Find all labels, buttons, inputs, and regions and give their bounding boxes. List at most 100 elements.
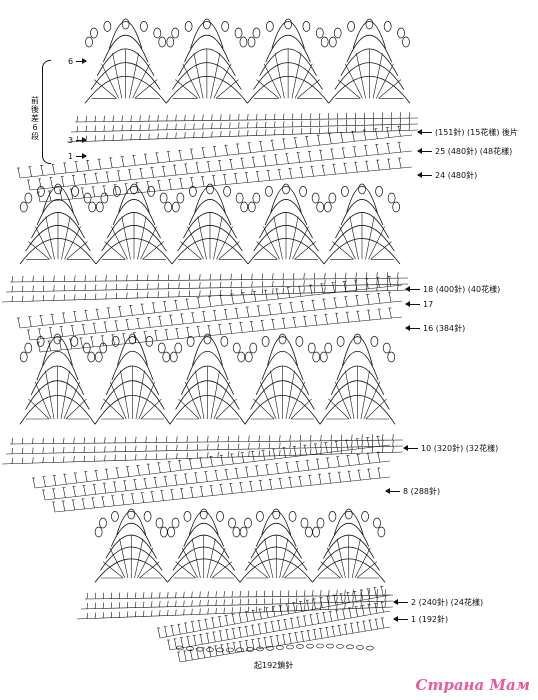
stitch-tick: [263, 606, 266, 613]
stitch-tick: [211, 122, 213, 129]
dc-stitch: [269, 479, 273, 490]
row-base-line: [9, 277, 409, 283]
stitch-tick: [230, 281, 232, 288]
dc-stitch: [220, 455, 224, 466]
dc-stitch: [200, 634, 203, 645]
dc-stitch: [263, 155, 267, 166]
dc-stitch: [157, 627, 161, 639]
stitch-tick: [135, 592, 137, 599]
picot-stitch: [157, 342, 166, 354]
picot-stitch: [87, 351, 96, 363]
stitch-tick: [76, 115, 78, 123]
stitch-tick: [251, 281, 253, 288]
dc-stitch: [251, 625, 255, 636]
stitch-tick: [289, 449, 291, 456]
dc-stitch: [225, 469, 228, 480]
stitch-tick: [211, 114, 213, 121]
stitch-tick: [121, 124, 123, 131]
dc-stitch: [176, 328, 179, 339]
picot-stitch: [82, 342, 91, 354]
picot-stitch: [358, 183, 366, 195]
stitch-tick: [184, 114, 186, 121]
dc-stitch: [347, 592, 350, 603]
stitch-tick: [258, 450, 260, 457]
dc-stitch: [367, 469, 371, 480]
dc-stitch: [133, 332, 137, 343]
stitch-tick: [223, 591, 225, 598]
dc-stitch: [144, 478, 147, 489]
picot-stitch: [307, 342, 316, 354]
dc-stitch: [356, 622, 360, 633]
picot-stitch: [312, 526, 320, 538]
stitch-tick: [354, 119, 357, 126]
stitch-tick: [209, 273, 211, 281]
dc-stitch: [354, 280, 358, 291]
dc-stitch: [374, 603, 378, 614]
dc-stitch: [368, 604, 371, 615]
stitch-tick: [176, 436, 178, 443]
dc-stitch: [223, 174, 227, 185]
picot-stitch: [166, 36, 175, 48]
stitch-tick: [95, 293, 97, 300]
row-label-1: 1 (192針): [393, 615, 448, 625]
picot-stitch: [103, 21, 112, 32]
dc-stitch: [29, 166, 32, 177]
stitch-line: [142, 241, 164, 260]
picot-stitch: [316, 201, 325, 213]
dc-stitch: [317, 135, 321, 146]
stitch-line: [137, 547, 154, 579]
stitch-tick: [94, 446, 96, 453]
stitch-line: [28, 241, 50, 260]
dc-stitch: [232, 614, 235, 625]
picot-stitch: [199, 508, 208, 520]
stitch-tick: [176, 452, 178, 459]
stitch-tick: [320, 434, 322, 441]
dc-stitch: [245, 611, 249, 622]
dc-stitch: [235, 308, 239, 319]
dc-stitch: [271, 140, 274, 151]
stitch-tick: [63, 294, 66, 301]
stitch-tick: [175, 609, 177, 616]
stitch-tick: [114, 436, 116, 443]
stitch-tick: [42, 295, 45, 302]
foundation-chain: [356, 645, 364, 650]
stitch-tick: [397, 272, 399, 279]
stitch-line: [104, 241, 126, 260]
stitch-line: [140, 226, 157, 260]
dc-stitch: [375, 128, 378, 139]
stitch-tick: [247, 129, 249, 137]
dc-stitch: [360, 590, 364, 601]
dc-stitch: [318, 474, 322, 485]
dc-stitch: [232, 628, 236, 639]
dc-stitch: [377, 436, 380, 447]
dc-stitch: [367, 588, 371, 599]
row-label-17: 17: [405, 300, 433, 310]
stitch-tick: [376, 589, 378, 596]
fan-arc: [96, 48, 155, 77]
stitch-tick: [256, 121, 258, 128]
dc-stitch: [157, 462, 161, 473]
stitch-tick: [193, 123, 195, 130]
dc-stitch: [207, 161, 211, 172]
dc-stitch: [272, 606, 276, 617]
stitch-tick: [310, 113, 312, 120]
dc-stitch: [58, 339, 62, 350]
stitch-tick: [103, 115, 105, 122]
dc-stitch: [297, 152, 300, 163]
dc-stitch: [261, 320, 264, 331]
stitch-tick: [84, 284, 86, 291]
stitch-tick: [239, 606, 241, 614]
picot-stitch: [143, 511, 152, 522]
stitch-tick: [52, 437, 55, 444]
stitch-tick: [22, 275, 24, 282]
dc-stitch: [286, 153, 289, 164]
stitch-tick: [166, 132, 168, 139]
dc-stitch: [307, 630, 311, 641]
stitch-tick: [21, 457, 24, 464]
picot-stitch: [232, 526, 241, 538]
picot-stitch: [320, 36, 329, 48]
stitch-tick: [126, 611, 129, 618]
stitch-tick: [175, 114, 177, 121]
stitch-line: [290, 398, 312, 420]
